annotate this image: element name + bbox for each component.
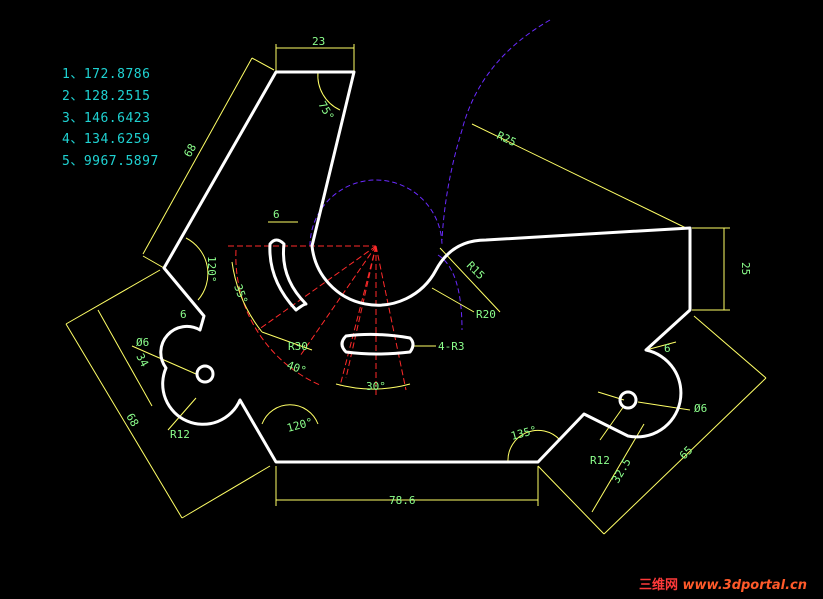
construction-arcs bbox=[309, 19, 551, 331]
slot-bottom bbox=[340, 332, 415, 356]
dim-slots: 4-R3 bbox=[438, 340, 465, 353]
watermark-cn: 三维网 bbox=[638, 578, 678, 593]
dim-angle-35: 35° bbox=[231, 283, 250, 306]
construction-lines bbox=[228, 245, 407, 395]
dim-r20: R20 bbox=[476, 308, 496, 321]
dim-left-slant: 68 bbox=[181, 142, 199, 160]
dim-left-68: 68 bbox=[123, 411, 141, 429]
r15-arc bbox=[437, 254, 463, 331]
dim-angle-75: 75° bbox=[315, 99, 336, 123]
big-circle-dashed bbox=[309, 179, 443, 247]
answer-4: 4、134.6259 bbox=[62, 132, 151, 148]
slot-left bbox=[268, 238, 308, 312]
dim-r30: R30 bbox=[288, 340, 308, 353]
dim-dia-right: Ø6 bbox=[694, 402, 707, 415]
dimension-lines bbox=[65, 44, 767, 535]
answer-3: 3、146.6423 bbox=[62, 110, 151, 126]
dim-angle-135: 135° bbox=[509, 423, 538, 442]
dim-r12-left: R12 bbox=[170, 428, 190, 441]
dim-angle-120-left: 120° bbox=[205, 256, 218, 283]
dim-angle-120-bottom: 120° bbox=[285, 415, 314, 434]
dim-right-6: 6 bbox=[664, 342, 671, 355]
watermark: 三维网 www.3dportal.cn bbox=[639, 574, 807, 593]
answer-1: 1、172.8786 bbox=[62, 67, 151, 82]
r25-arc bbox=[441, 19, 551, 241]
answer-2: 2、128.2515 bbox=[62, 88, 151, 104]
dim-r12-right: R12 bbox=[590, 454, 610, 467]
answer-list: 1、172.8786 2、128.2515 3、146.6423 4、134.6… bbox=[62, 64, 159, 173]
dim-right-height: 25 bbox=[739, 262, 752, 275]
dim-slot-width: 6 bbox=[273, 208, 280, 221]
dim-bottom-width: 78.6 bbox=[389, 494, 416, 507]
dim-left-6: 6 bbox=[180, 308, 187, 321]
part-outline bbox=[159, 70, 692, 464]
dim-dia-left: Ø6 bbox=[136, 336, 149, 349]
watermark-url: www.3dportal.cn bbox=[682, 578, 807, 593]
dim-top-width: 23 bbox=[312, 35, 325, 48]
dim-angle-30: 30° bbox=[366, 380, 386, 393]
dim-angle-40: 40° bbox=[285, 359, 308, 378]
dim-r15: R15 bbox=[464, 259, 487, 282]
dim-left-34: 34 bbox=[133, 351, 151, 369]
dim-right-325: 32.5 bbox=[609, 456, 634, 485]
answer-5: 5、9967.5897 bbox=[62, 154, 159, 170]
dim-right-65: 65 bbox=[677, 444, 696, 463]
dim-r25: R25 bbox=[495, 129, 519, 149]
hole-right bbox=[618, 390, 638, 410]
hole-left bbox=[195, 364, 215, 384]
